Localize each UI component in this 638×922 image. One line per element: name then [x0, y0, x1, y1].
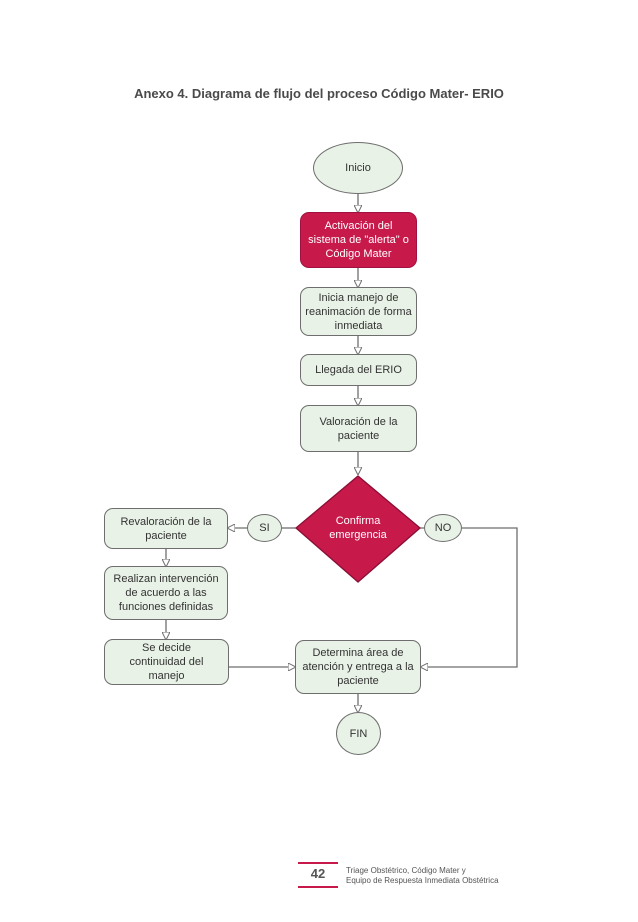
decision-diamond: [294, 475, 422, 583]
erio-arrival-node: Llegada del ERIO: [300, 354, 417, 386]
footer-rule-top: [298, 862, 338, 864]
assessment-node: Valoración de la paciente: [300, 405, 417, 452]
no-node: NO: [424, 514, 462, 542]
confirm-emergency-label: Confirma emergencia: [329, 515, 387, 541]
continuity-node: Se decide continuidad del manejo: [104, 639, 229, 685]
reassessment-node: Revaloración de la paciente: [104, 508, 228, 549]
footer-caption: Triage Obstétrico, Código Mater y Equipo…: [346, 866, 499, 886]
intervention-node: Realizan intervención de acuerdo a las f…: [104, 566, 228, 620]
page-title: Anexo 4. Diagrama de flujo del proceso C…: [134, 86, 504, 101]
handover-label: Determina área de atención y entrega a l…: [302, 647, 414, 687]
alert-activation-label: Activación del sistema de "alerta" o Cód…: [308, 220, 409, 260]
reassessment-label: Revaloración de la paciente: [120, 515, 212, 542]
start-node: Inicio: [313, 142, 403, 194]
resuscitation-node: Inicia manejo de reanimación de forma in…: [300, 287, 417, 336]
end-node-label: FIN: [349, 727, 368, 740]
footer-caption-line2: Equipo de Respuesta Inmediata Obstétrica: [346, 876, 499, 885]
assessment-label: Valoración de la paciente: [319, 415, 398, 442]
si-label: SI: [259, 522, 270, 534]
connector-no-determina: [421, 527, 518, 667]
end-node: FIN: [336, 712, 381, 755]
handover-node: Determina área de atención y entrega a l…: [295, 640, 421, 694]
no-label: NO: [434, 522, 452, 534]
intervention-label: Realizan intervención de acuerdo a las f…: [113, 573, 219, 613]
footer-rule-bottom: [298, 886, 338, 888]
si-node: SI: [247, 514, 282, 542]
start-node-label: Inicio: [345, 162, 371, 174]
alert-activation-node: Activación del sistema de "alerta" o Cód…: [300, 212, 417, 268]
page-number: 42: [310, 866, 326, 881]
footer-caption-line1: Triage Obstétrico, Código Mater y: [346, 866, 466, 875]
erio-arrival-label: Llegada del ERIO: [315, 364, 402, 376]
resuscitation-label: Inicia manejo de reanimación de forma in…: [305, 291, 412, 332]
continuity-label: Se decide continuidad del manejo: [129, 642, 204, 682]
